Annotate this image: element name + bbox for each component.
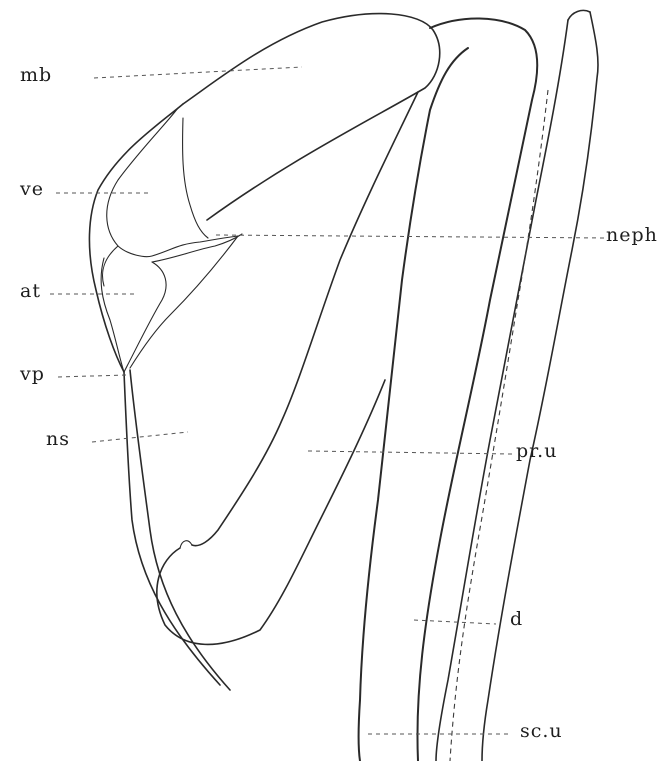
nephridial-sac-outline (192, 92, 418, 546)
label-vp: vp (20, 365, 45, 384)
ventricle-outline (107, 108, 238, 257)
leader-neph (216, 235, 606, 238)
leader-pr-u (308, 451, 512, 454)
label-pr-u: pr.u (516, 442, 557, 461)
label-ns: ns (46, 430, 70, 449)
duct-left-wall (436, 20, 568, 761)
lower-strand-right (130, 370, 230, 690)
primary-ureter-outer-wall (417, 18, 537, 761)
label-at: at (20, 282, 41, 301)
label-mb: mb (20, 66, 52, 85)
label-d: d (510, 610, 523, 629)
ventricle-inner-wall (183, 118, 208, 238)
atrium-outline (101, 258, 166, 372)
lower-strand-left (124, 372, 220, 685)
label-sc-u: sc.u (520, 722, 563, 741)
pericardial-sac-outline (89, 104, 183, 372)
duct-end-cap (568, 10, 590, 20)
leader-mb (94, 67, 302, 78)
leader-vp (58, 375, 126, 377)
atrium-lower-line (130, 236, 238, 368)
nephridial-notch (180, 541, 192, 548)
label-neph: neph (606, 226, 658, 245)
duct-right-wall (482, 12, 598, 761)
ventricle-left-wall (103, 246, 118, 286)
mantle-border-outline (183, 14, 440, 220)
leader-ns (92, 432, 188, 442)
nephridial-sac-lower (157, 380, 385, 644)
label-ve: ve (20, 180, 44, 199)
